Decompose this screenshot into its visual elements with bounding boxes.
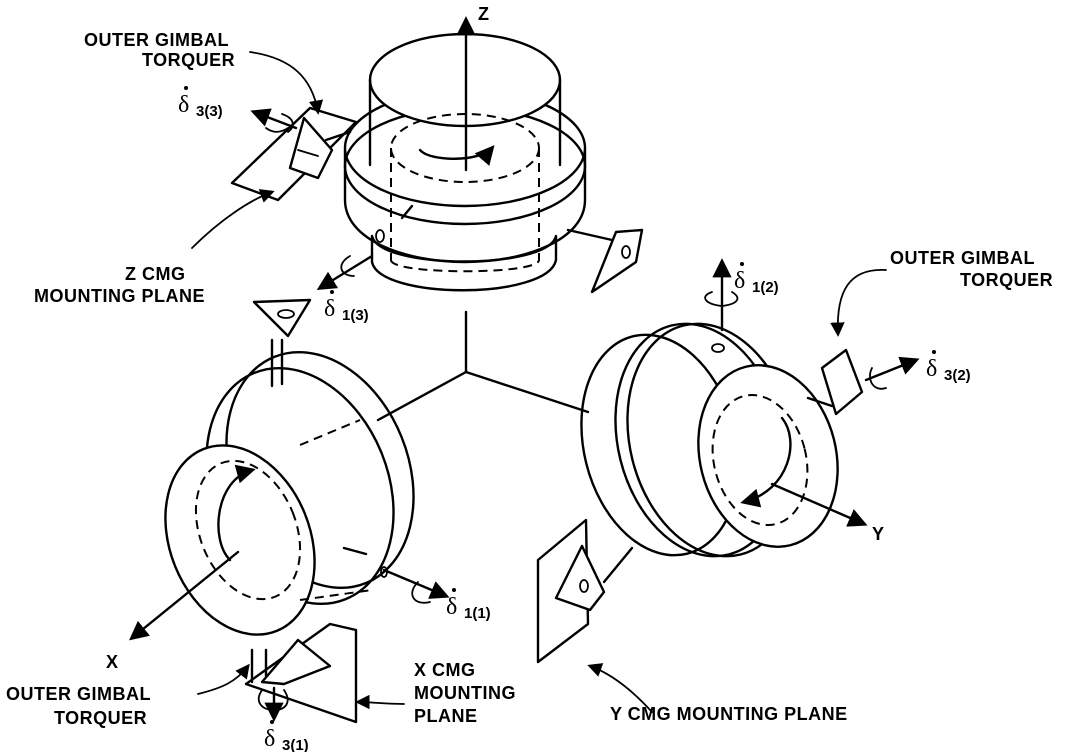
z-axis-label: Z xyxy=(478,4,490,24)
svg-text:δ: δ xyxy=(264,726,275,752)
rate-label-d31: δ 3(1) xyxy=(264,720,309,752)
x-rotor xyxy=(164,444,316,636)
leader-arrows xyxy=(191,51,887,713)
outer-gimbal-torquer-label-tr-1: OUTER GIMBAL xyxy=(890,248,1035,268)
rate-label-d11: δ 1(1) xyxy=(446,588,491,622)
rate-label-d13: δ 1(3) xyxy=(324,290,369,324)
y-axis-label: Y xyxy=(872,524,885,544)
rate-labels: δ 3(3) δ 1(3) δ 1(2) δ 3(2) δ 1(1) δ 3(1… xyxy=(178,86,971,752)
svg-text:δ: δ xyxy=(324,296,335,322)
z-cmg-label-2: MOUNTING PLANE xyxy=(34,286,205,306)
y-outer-gimbal-torquer xyxy=(820,348,864,416)
rate-label-d32: δ 3(2) xyxy=(926,350,971,384)
z-cmg: Z xyxy=(230,4,644,294)
y-cmg: Y xyxy=(536,322,885,664)
svg-text:δ: δ xyxy=(926,356,937,382)
x-axis xyxy=(129,550,240,641)
svg-text:1(2): 1(2) xyxy=(752,279,779,296)
rate-label-d33: δ 3(3) xyxy=(178,86,223,120)
svg-text:δ: δ xyxy=(446,594,457,620)
y-rotor xyxy=(697,364,839,548)
outer-gimbal-torquer-label-tr-2: TORQUER xyxy=(960,270,1053,290)
center-frame xyxy=(376,310,590,422)
svg-text:3(1): 3(1) xyxy=(282,737,309,752)
x-cmg: X xyxy=(106,298,415,724)
svg-text:δ: δ xyxy=(734,268,745,294)
z-outer-gimbal-torquer xyxy=(288,116,334,180)
svg-text:1(1): 1(1) xyxy=(464,605,491,622)
rate-arrows xyxy=(250,108,920,722)
z-cmg-label-1: Z CMG xyxy=(125,264,186,284)
outer-gimbal-torquer-label-tl-2: TORQUER xyxy=(142,50,235,70)
y-axis xyxy=(770,482,868,527)
outer-gimbal-torquer-label-bl-1: OUTER GIMBAL xyxy=(6,684,151,704)
x-cmg-label-2: MOUNTING xyxy=(414,683,516,703)
outer-gimbal-torquer-label-bl-2: TORQUER xyxy=(54,708,147,728)
x-cmg-label-3: PLANE xyxy=(414,706,478,726)
outer-gimbal-torquer-label-tl-1: OUTER GIMBAL xyxy=(84,30,229,50)
svg-text:1(3): 1(3) xyxy=(342,307,369,324)
y-cmg-label: Y CMG MOUNTING PLANE xyxy=(610,704,848,724)
x-cmg-label-1: X CMG xyxy=(414,660,476,680)
z-right-bracket xyxy=(590,228,644,294)
x-outer-gimbal-torquer xyxy=(260,638,332,686)
rate-label-d12: δ 1(2) xyxy=(734,262,779,296)
y-bottom-bracket xyxy=(554,544,606,612)
text-labels: OUTER GIMBAL TORQUER Z CMG MOUNTING PLAN… xyxy=(6,30,1053,728)
svg-text:3(3): 3(3) xyxy=(196,103,223,120)
svg-text:3(2): 3(2) xyxy=(944,367,971,384)
svg-text:δ: δ xyxy=(178,92,189,118)
x-axis-label: X xyxy=(106,652,119,672)
